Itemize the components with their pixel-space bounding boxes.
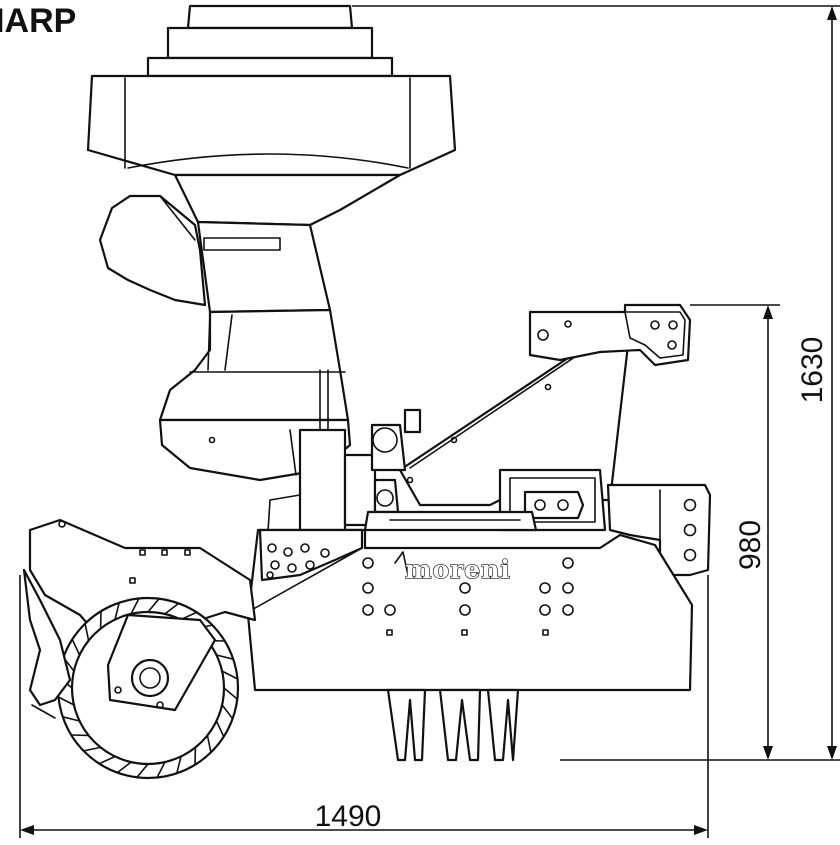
roller-tooth [156, 761, 166, 779]
roller-tooth [215, 720, 225, 738]
roller-tooth [114, 601, 120, 621]
roller-tooth [221, 670, 239, 680]
body-bolt-holes [362, 557, 574, 636]
brand-logo: moreni [394, 551, 511, 585]
roller-tooth [164, 602, 180, 615]
roller-tooth [84, 622, 90, 642]
roller-tooth [98, 755, 116, 765]
dimension-body-height: 980 [734, 520, 767, 570]
hopper-side-bracket [98, 194, 207, 307]
dimension-total-height: 1630 [796, 337, 829, 404]
dimension-total-length: 1490 [315, 800, 382, 833]
packer-roller [22, 518, 257, 780]
roller-tooth [223, 687, 239, 700]
roller-tooth [116, 761, 132, 774]
roller-teeth [57, 597, 239, 779]
harrow-tines [386, 688, 520, 762]
roller-tooth [221, 704, 234, 720]
seed-hopper [86, 4, 457, 314]
roller-tooth [82, 746, 102, 752]
roller-tooth [57, 696, 75, 706]
dimension-lines: 1630 980 1490 [19, 5, 840, 838]
main-frame [246, 303, 712, 692]
roller-tooth [136, 763, 149, 779]
roller-tooth [71, 638, 81, 656]
model-title: HARP [0, 2, 76, 40]
roller-tooth [130, 597, 140, 615]
roller-tooth [215, 654, 235, 660]
roller-tooth [61, 716, 81, 722]
roller-tooth [206, 734, 212, 754]
roller-tooth [147, 597, 160, 613]
brand-name: moreni [405, 555, 511, 584]
roller-tooth [176, 755, 182, 775]
